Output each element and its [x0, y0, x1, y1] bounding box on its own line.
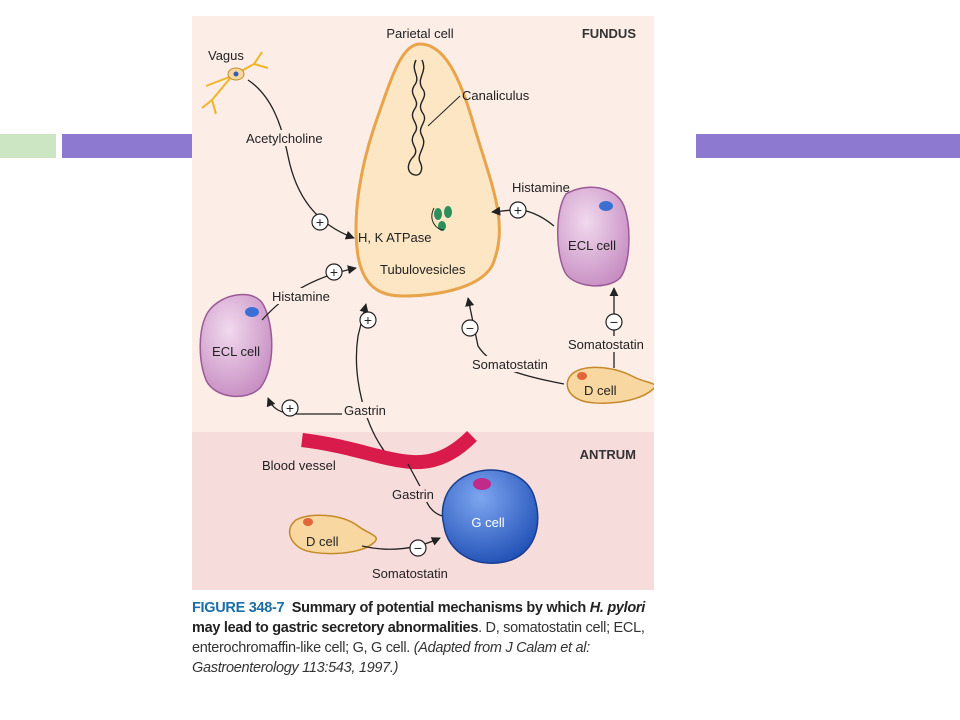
decorative-bar-left — [62, 134, 192, 158]
svg-text:+: + — [330, 264, 338, 280]
svg-text:−: − — [414, 540, 422, 556]
ecl-cell-right-label: ECL cell — [568, 238, 616, 253]
gastrin-ecl-plus-badge: + — [281, 399, 299, 417]
svg-text:+: + — [514, 202, 522, 218]
d-cell-fundus-label: D cell — [584, 383, 617, 398]
histamine-right-plus-badge: + — [509, 201, 527, 219]
fundus-label: FUNDUS — [582, 26, 636, 41]
somatostatin-right-minus-badge: − — [605, 313, 623, 331]
ecl-cell-right — [557, 186, 630, 287]
caption-title-italic: H. pylori — [589, 600, 646, 616]
somatostatin-right-label: Somatostatin — [568, 337, 644, 352]
somatostatin-mid-label: Somatostatin — [472, 357, 548, 372]
g-cell-label: G cell — [471, 515, 504, 530]
histamine-left-plus-badge: + — [325, 263, 343, 281]
ecl-cell-left — [199, 293, 273, 398]
figure-caption: FIGURE 348-7 Summary of potential mechan… — [192, 598, 662, 678]
caption-title-1: Summary of potential mechanisms by which — [291, 600, 590, 616]
hk-atpase-icon — [431, 206, 452, 231]
vagus-label: Vagus — [208, 48, 244, 63]
d-cell-antrum-label: D cell — [306, 534, 339, 549]
d-cell-antrum-nucleus — [303, 518, 313, 526]
caption-citation: (Adapted from J Calam et al: Gastroenter… — [192, 640, 590, 676]
svg-text:−: − — [610, 314, 618, 330]
svg-text:+: + — [364, 312, 372, 328]
decorative-bar-green — [0, 134, 56, 158]
canaliculus-label: Canaliculus — [462, 88, 530, 103]
histamine-right-label: Histamine — [512, 180, 570, 195]
somatostatin-antrum-label: Somatostatin — [372, 566, 448, 581]
parietal-cell-label: Parietal cell — [386, 26, 453, 41]
acetylcholine-plus-badge: + — [311, 213, 329, 231]
somatostatin-mid-minus-badge: − — [461, 319, 479, 337]
g-cell — [441, 469, 539, 564]
acetylcholine-label: Acetylcholine — [246, 131, 323, 146]
svg-text:+: + — [286, 400, 294, 416]
ecl-nucleus-right — [599, 201, 613, 211]
ecl-nucleus-left — [245, 307, 259, 317]
somatostatin-antrum-arrow — [361, 537, 441, 550]
caption-title-2: may lead to gastric secretory abnormalit… — [192, 620, 479, 636]
antrum-label: ANTRUM — [580, 447, 636, 462]
figure-number: FIGURE 348-7 — [192, 600, 285, 616]
blood-vessel — [301, 431, 477, 470]
gastric-secretion-diagram: FUNDUS ANTRUM Parietal cell Canaliculus … — [192, 16, 654, 590]
gastrin-parietal-plus-badge: + — [359, 311, 377, 329]
svg-text:−: − — [466, 320, 474, 336]
hk-atpase-label: H, K ATPase — [358, 230, 431, 245]
gastrin-fundus-label: Gastrin — [344, 403, 386, 418]
somatostatin-antrum-minus-badge: − — [409, 539, 427, 557]
d-cell-fundus-nucleus — [577, 372, 587, 380]
vagus-neuron-icon — [201, 51, 269, 115]
blood-vessel-label: Blood vessel — [262, 458, 336, 473]
parietal-cell — [354, 42, 501, 298]
canaliculus-leader — [427, 95, 461, 127]
tubulovesicles-label: Tubulovesicles — [380, 262, 466, 277]
gastrin-to-parietal-arrow — [355, 303, 389, 457]
caption-body: . D, somatostatin cell; ECL, enterochrom… — [192, 620, 645, 656]
decorative-bar-right — [696, 134, 960, 158]
g-cell-nucleus — [473, 478, 491, 490]
d-cell-fundus — [566, 366, 654, 404]
ecl-cell-left-label: ECL cell — [212, 344, 260, 359]
canaliculus-shape — [407, 59, 426, 176]
svg-text:+: + — [316, 214, 324, 230]
histamine-left-label: Histamine — [272, 289, 330, 304]
gastrin-antrum-label: Gastrin — [392, 487, 434, 502]
